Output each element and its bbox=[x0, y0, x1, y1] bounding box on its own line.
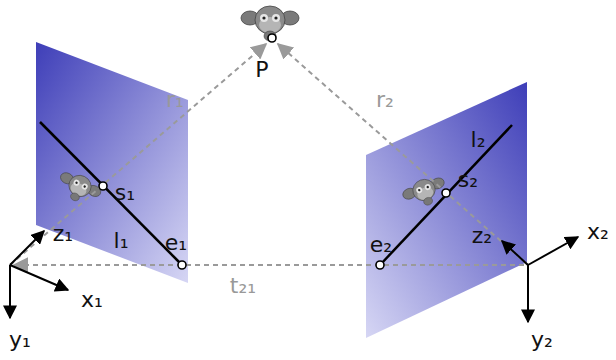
baseline-label: t₂₁ bbox=[230, 275, 256, 297]
axis-label: x₁ bbox=[81, 289, 103, 311]
axis-label: y₂ bbox=[531, 329, 553, 351]
point-label: e₁ bbox=[165, 232, 187, 254]
ray-label: r₁ bbox=[166, 89, 184, 111]
camera-axes bbox=[10, 231, 578, 322]
axis-label: x₂ bbox=[587, 221, 609, 243]
axis-label: z₂ bbox=[472, 225, 492, 247]
epipolar-line bbox=[380, 125, 512, 265]
axis-label: y₁ bbox=[9, 329, 31, 351]
baseline bbox=[14, 264, 524, 266]
axis-label: z₁ bbox=[53, 223, 73, 245]
projected-object bbox=[54, 167, 105, 209]
ray-line bbox=[278, 44, 528, 265]
line-label: l₁ bbox=[114, 230, 129, 252]
ray-line bbox=[10, 44, 266, 265]
projected-object bbox=[400, 173, 450, 213]
ray-label: r₂ bbox=[376, 89, 394, 111]
point-label: s₂ bbox=[458, 169, 478, 191]
line-label: l₂ bbox=[471, 129, 486, 151]
epipolar-line bbox=[40, 122, 182, 265]
point-marker bbox=[99, 34, 450, 269]
image-plane bbox=[366, 82, 527, 338]
point-label: e₂ bbox=[370, 234, 392, 256]
point-label: P bbox=[255, 59, 268, 81]
object bbox=[241, 6, 299, 41]
image-plane bbox=[36, 42, 188, 283]
point-label: s₁ bbox=[115, 182, 135, 204]
